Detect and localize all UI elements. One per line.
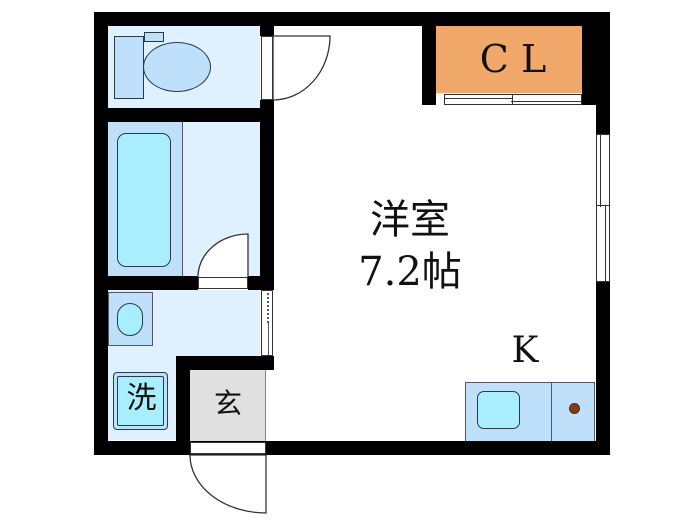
toilet-tank bbox=[114, 36, 144, 99]
wall-right-upper bbox=[596, 12, 610, 134]
wall-right-lower bbox=[596, 282, 610, 455]
wall-toilet-bath bbox=[94, 108, 274, 122]
wall-bath-wash bbox=[94, 276, 198, 290]
bath-door-opening bbox=[198, 277, 248, 289]
bathtub bbox=[117, 133, 171, 267]
wash-sliding-door bbox=[261, 290, 273, 356]
western-room-label: 洋室 bbox=[370, 197, 450, 243]
entrance-door-opening bbox=[190, 442, 266, 454]
toilet-lid bbox=[144, 32, 164, 42]
washbasin bbox=[117, 303, 143, 336]
western-room-size: 7.2帖 bbox=[358, 249, 462, 295]
wall-wash-entry bbox=[176, 356, 274, 370]
entrance-label: 玄 bbox=[213, 387, 242, 420]
wall-inner-vert-top bbox=[260, 12, 274, 36]
wall-inner-vert-mid bbox=[260, 100, 274, 290]
wall-closet-left bbox=[422, 12, 436, 105]
toilet-bowl bbox=[143, 42, 211, 92]
kitchen-divider bbox=[551, 382, 552, 442]
wall-closet-right bbox=[582, 12, 596, 105]
washer-label: 洗 bbox=[126, 381, 157, 416]
wall-left bbox=[94, 12, 108, 455]
wall-top bbox=[94, 12, 610, 26]
window-right bbox=[596, 134, 610, 282]
closet bbox=[436, 24, 582, 93]
kitchen-label: K bbox=[511, 330, 539, 371]
closet-label: C L bbox=[479, 37, 547, 81]
kitchen-sink bbox=[477, 391, 520, 429]
wall-wash-entry-v bbox=[176, 356, 190, 455]
washing-machine-space bbox=[113, 372, 168, 430]
closet-sliding-doors bbox=[444, 94, 582, 105]
entrance-area bbox=[190, 370, 266, 441]
stove-burner-icon bbox=[569, 403, 580, 414]
